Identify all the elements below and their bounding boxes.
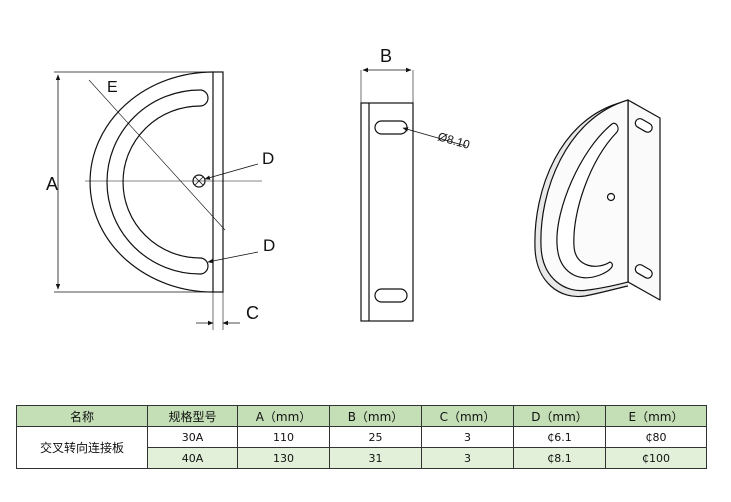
- label-hole-diameter: Ø8.10: [436, 129, 472, 152]
- table-row: 40A 130 31 3 ₵8.1 ₵100: [17, 447, 707, 469]
- iso-view-center-hole: [606, 192, 616, 202]
- header-d: D（mm）: [513, 405, 606, 427]
- header-b: B（mm）: [329, 405, 422, 427]
- iso-view-slot-bottom: [634, 264, 653, 279]
- front-view-curved-slot: [106, 89, 209, 275]
- side-view-slot-bottom: [374, 288, 408, 303]
- side-view-plate: [360, 102, 414, 322]
- header-model: 规格型号: [147, 405, 238, 427]
- table-cell: 30A: [147, 426, 238, 448]
- table-cell: ₵6.1: [513, 426, 606, 448]
- label-b: B: [380, 46, 392, 66]
- label-e: E: [107, 79, 118, 96]
- table-cell: 130: [237, 447, 330, 469]
- technical-drawing: A E D D C B Ø8.10: [46, 46, 661, 330]
- table-cell: 31: [329, 447, 422, 469]
- spec-table: 名称 规格型号 A（mm） B（mm） C（mm） D（mm） E（mm） 交叉…: [16, 405, 707, 469]
- table-cell: 110: [237, 426, 330, 448]
- header-name: 名称: [16, 405, 148, 427]
- iso-view-slot-top: [634, 118, 653, 133]
- header-c: C（mm）: [421, 405, 514, 427]
- product-name-cell: 交叉转向连接板: [16, 426, 148, 469]
- iso-view-curved-slot: [556, 122, 619, 279]
- table-cell: ₵100: [605, 447, 707, 469]
- table-cell: 40A: [147, 447, 238, 469]
- table-cell: 25: [329, 426, 422, 448]
- front-view: [54, 71, 262, 330]
- label-d-bottom: D: [263, 236, 275, 255]
- label-a: A: [46, 174, 58, 194]
- spec-table-header-row: 名称 规格型号 A（mm） B（mm） C（mm） D（mm） E（mm）: [16, 405, 707, 427]
- header-a: A（mm）: [237, 405, 330, 427]
- label-d-top: D: [262, 149, 274, 168]
- front-view-mounting-strip: [212, 71, 224, 293]
- side-view: [360, 67, 467, 322]
- side-view-slot-top: [374, 120, 408, 135]
- isometric-view: [534, 99, 661, 301]
- table-cell: ₵8.1: [513, 447, 606, 469]
- table-cell: ₵80: [605, 426, 707, 448]
- front-view-outer-arc: [89, 71, 214, 293]
- label-c: C: [246, 303, 259, 323]
- header-e: E（mm）: [605, 405, 707, 427]
- table-cell: 3: [421, 447, 514, 469]
- table-row: 交叉转向连接板 30A 110 25 3 ₵6.1 ₵80: [16, 426, 707, 469]
- table-cell: 3: [421, 426, 514, 448]
